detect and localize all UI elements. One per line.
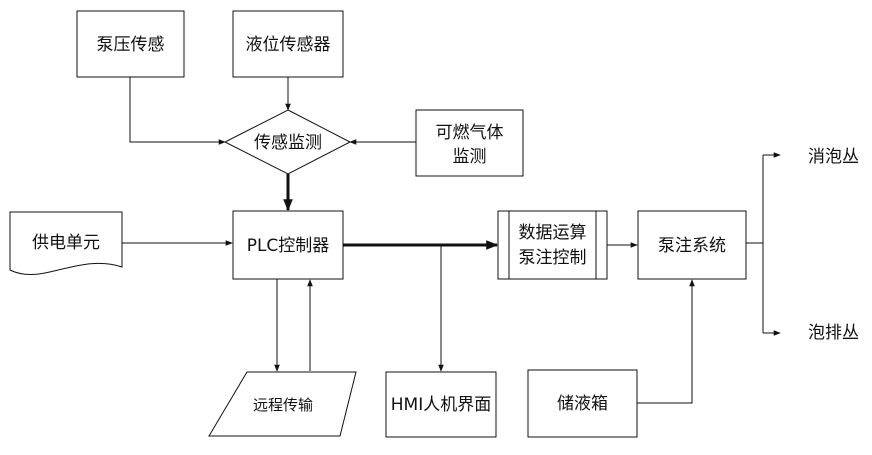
sensor-monitor-decision: 传感监测 (223, 109, 352, 175)
hmi-node: HMI人机界面 (385, 371, 497, 438)
gas-detection-label-line2: 监测 (453, 147, 487, 167)
remote-transmission-label: 远程传输 (253, 396, 313, 414)
plc-controller-label: PLC控制器 (247, 236, 330, 256)
pump-system-node: 泵注系统 (637, 210, 747, 280)
remote-transmission-node: 远程传输 (208, 371, 357, 437)
compute-control-label-line2: 泵注控制 (519, 248, 587, 268)
foam-output-2-label: 泡排丛 (808, 323, 859, 343)
gas-detection-node: 可燃气体 监测 (415, 109, 524, 177)
sensor-monitor-label: 传感监测 (254, 133, 322, 153)
foam-output-1-label: 消泡丛 (808, 147, 859, 167)
plc-controller-node: PLC控制器 (232, 210, 344, 280)
storage-tank-label: 储液箱 (557, 394, 608, 414)
compute-control-label-line1: 数据运算 (519, 223, 587, 243)
level-sensor-label: 液位传感器 (246, 35, 331, 55)
level-sensor-node: 液位传感器 (232, 10, 344, 78)
gas-detection-label-line1: 可燃气体 (436, 123, 504, 143)
compute-control-process: 数据运算 泵注控制 (497, 210, 608, 280)
connector-pump-pressure-to-monitor (129, 77, 226, 145)
storage-tank-node: 储液箱 (527, 369, 638, 438)
pump-pressure-label: 泵压传感 (97, 35, 165, 55)
power-unit-document: 供电单元 (9, 211, 123, 275)
power-unit-label: 供电单元 (32, 233, 100, 253)
hmi-label: HMI人机界面 (391, 395, 491, 415)
pump-system-label: 泵注系统 (658, 236, 726, 256)
connector-tank-to-pump (637, 279, 695, 404)
pump-pressure-sensor-node: 泵压传感 (76, 10, 185, 78)
